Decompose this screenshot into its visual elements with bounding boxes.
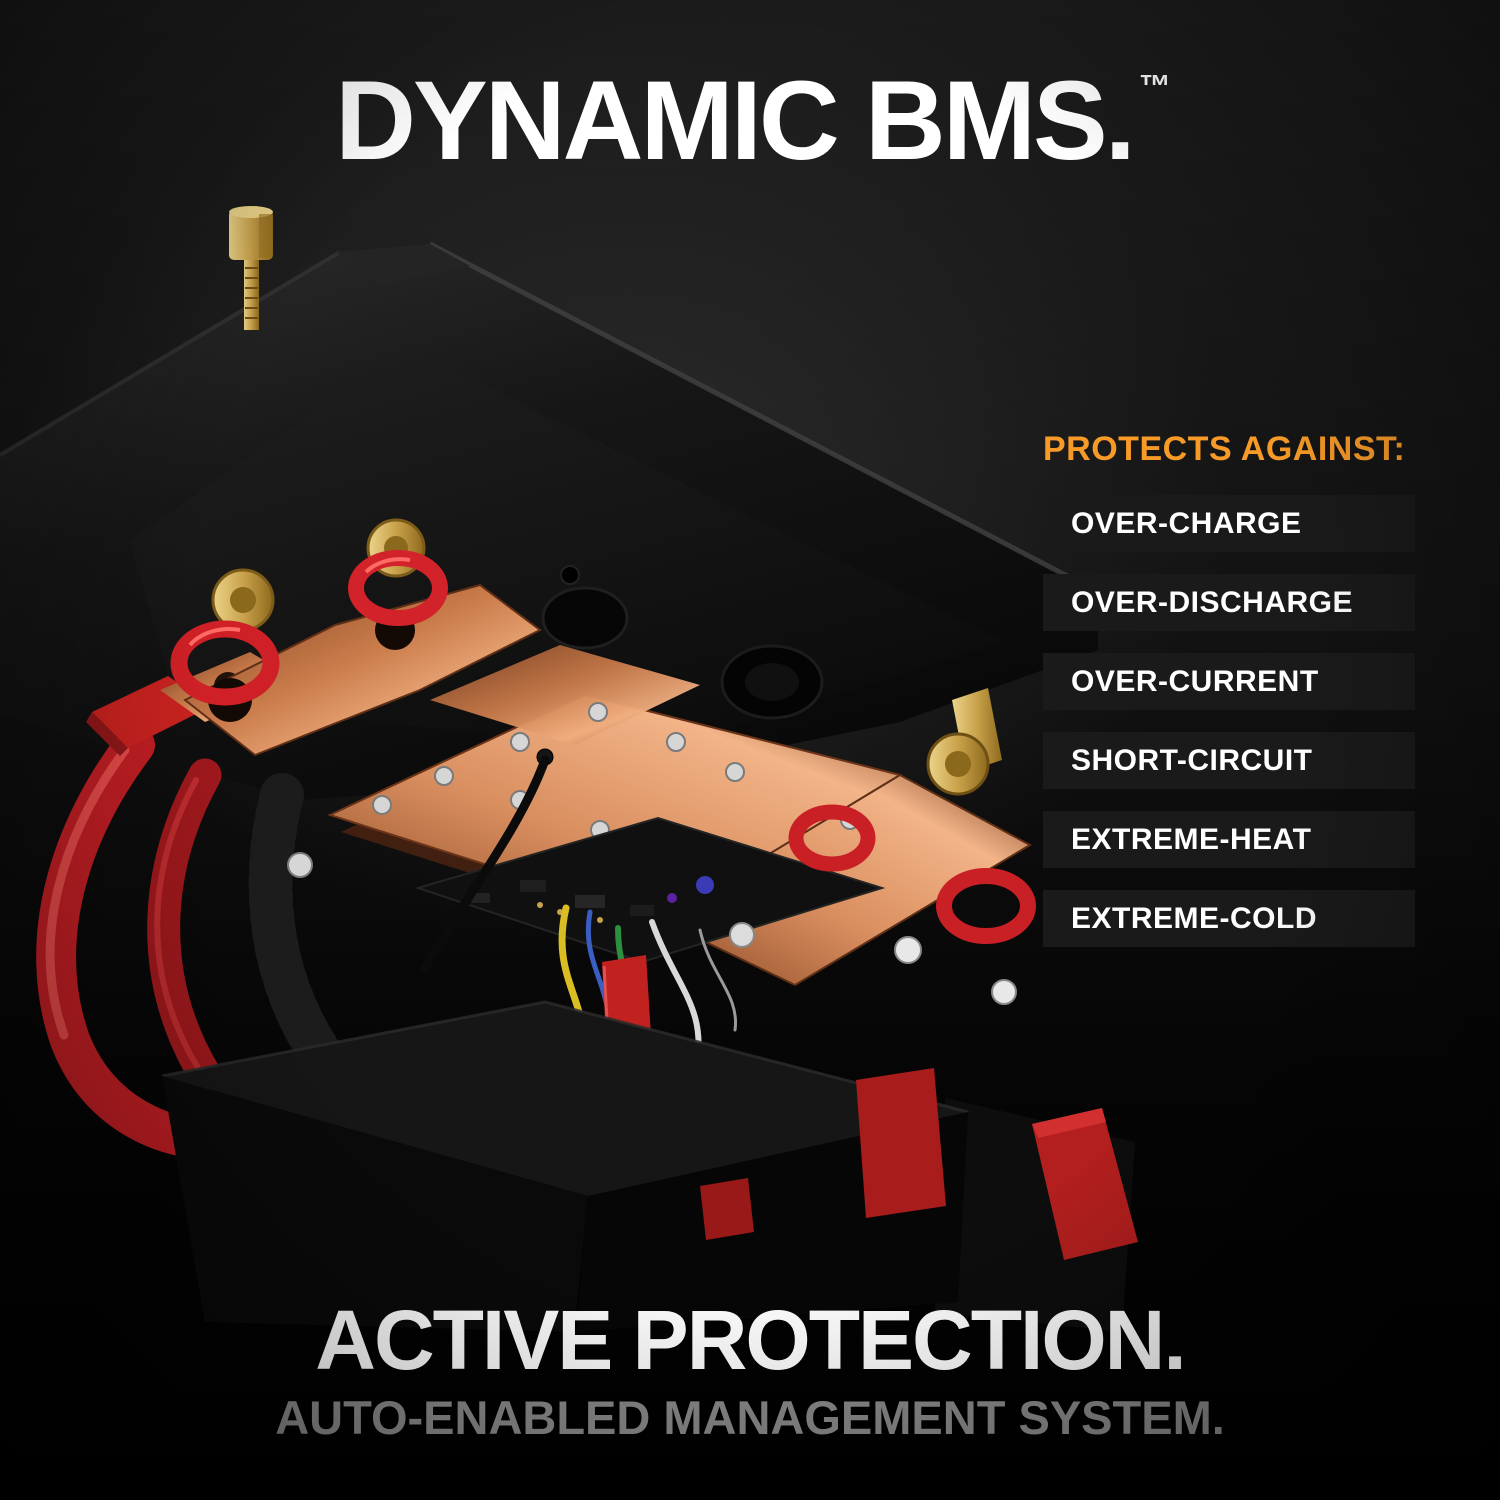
protect-item-extreme-cold: EXTREME-COLD bbox=[1043, 890, 1415, 947]
protect-item-over-discharge: OVER-DISCHARGE bbox=[1043, 574, 1415, 631]
footer-subheadline: AUTO-ENABLED MANAGEMENT SYSTEM. bbox=[275, 1391, 1225, 1444]
protect-item-over-current: OVER-CURRENT bbox=[1043, 653, 1415, 710]
protect-item-over-charge: OVER-CHARGE bbox=[1043, 495, 1415, 552]
protect-item-extreme-heat: EXTREME-HEAT bbox=[1043, 811, 1415, 868]
protect-item-short-circuit: SHORT-CIRCUIT bbox=[1043, 732, 1415, 789]
trademark-symbol: ™ bbox=[1138, 68, 1171, 104]
page-title: DYNAMIC BMS.™ bbox=[0, 56, 1500, 185]
protects-panel: PROTECTS AGAINST: OVER-CHARGE OVER-DISCH… bbox=[1043, 430, 1415, 969]
protects-heading: PROTECTS AGAINST: bbox=[1043, 430, 1406, 468]
footer-headline: ACTIVE PROTECTION. bbox=[315, 1293, 1186, 1387]
page-title-text: DYNAMIC BMS. bbox=[335, 58, 1136, 183]
